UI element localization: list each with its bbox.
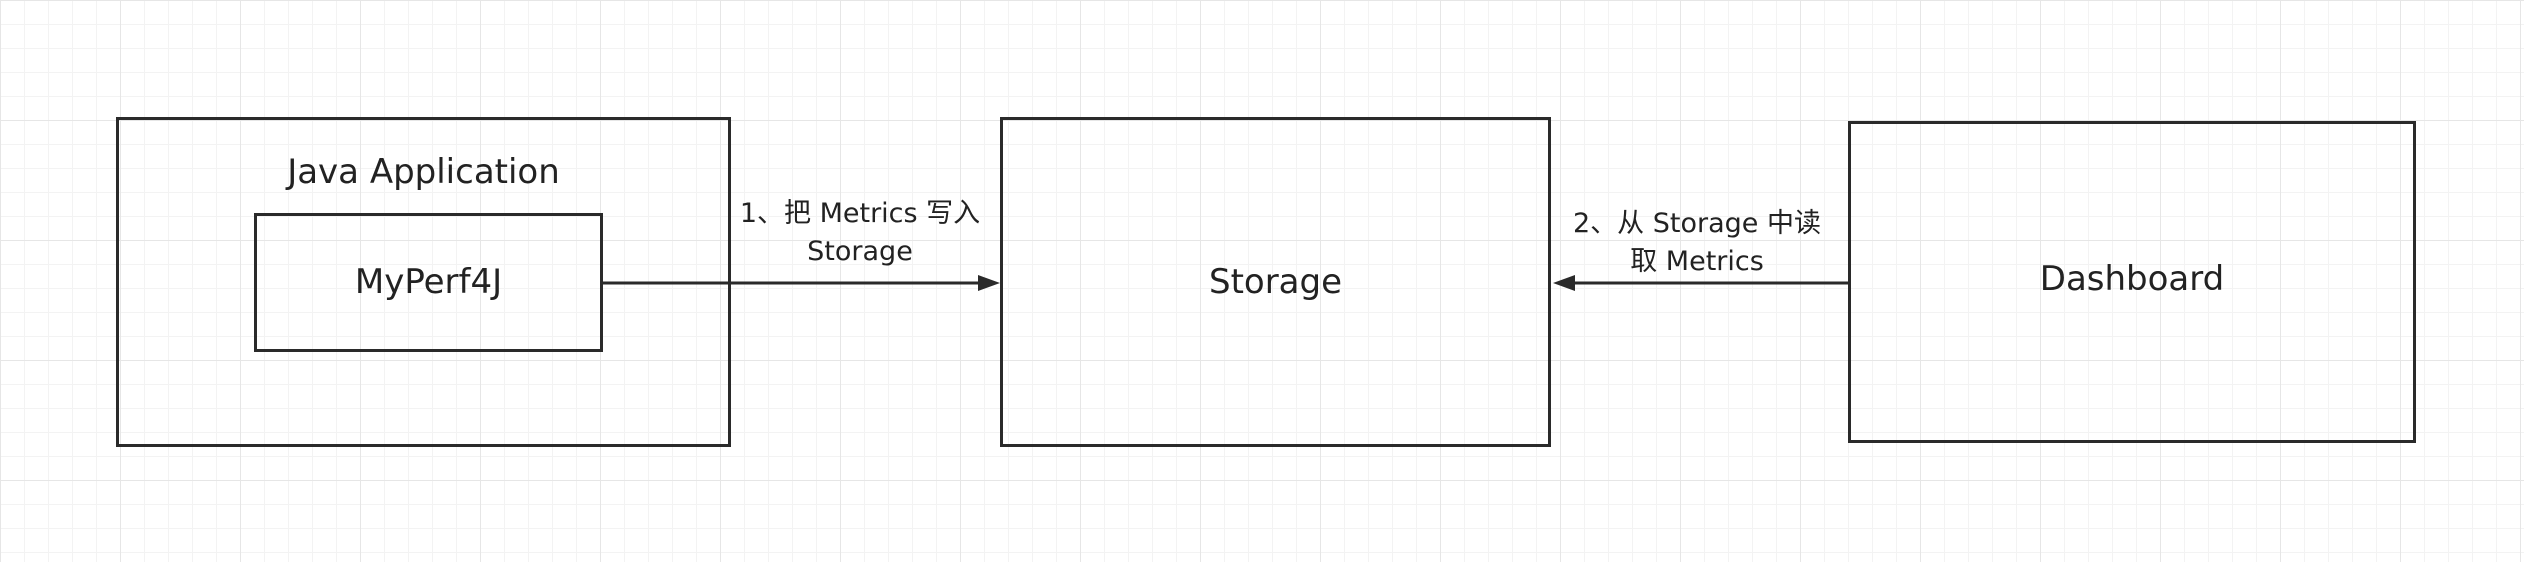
read-edge-label-line2: 取 Metrics <box>1630 246 1764 277</box>
write-edge-label-line1: 1、把 Metrics 写入 <box>739 198 981 229</box>
java-application-title: Java Application <box>287 152 560 192</box>
read-arrow <box>1553 275 1848 291</box>
storage-node[interactable]: Storage <box>1000 117 1551 447</box>
dashboard-label: Dashboard <box>2039 259 2225 299</box>
write-edge-label: 1、把 Metrics 写入 Storage <box>728 195 992 271</box>
read-edge-label: 2、从 Storage 中读 取 Metrics <box>1562 205 1832 281</box>
myperf4j-node[interactable]: MyPerf4J <box>254 213 603 352</box>
java-application-node[interactable]: Java Application <box>116 117 731 447</box>
read-edge-label-line1: 2、从 Storage 中读 <box>1573 208 1821 239</box>
dashboard-node[interactable]: Dashboard <box>1848 121 2416 443</box>
write-edge-label-line2: Storage <box>807 236 913 267</box>
write-arrow <box>603 275 1000 291</box>
myperf4j-label: MyPerf4J <box>354 262 503 302</box>
storage-label: Storage <box>1208 262 1343 302</box>
